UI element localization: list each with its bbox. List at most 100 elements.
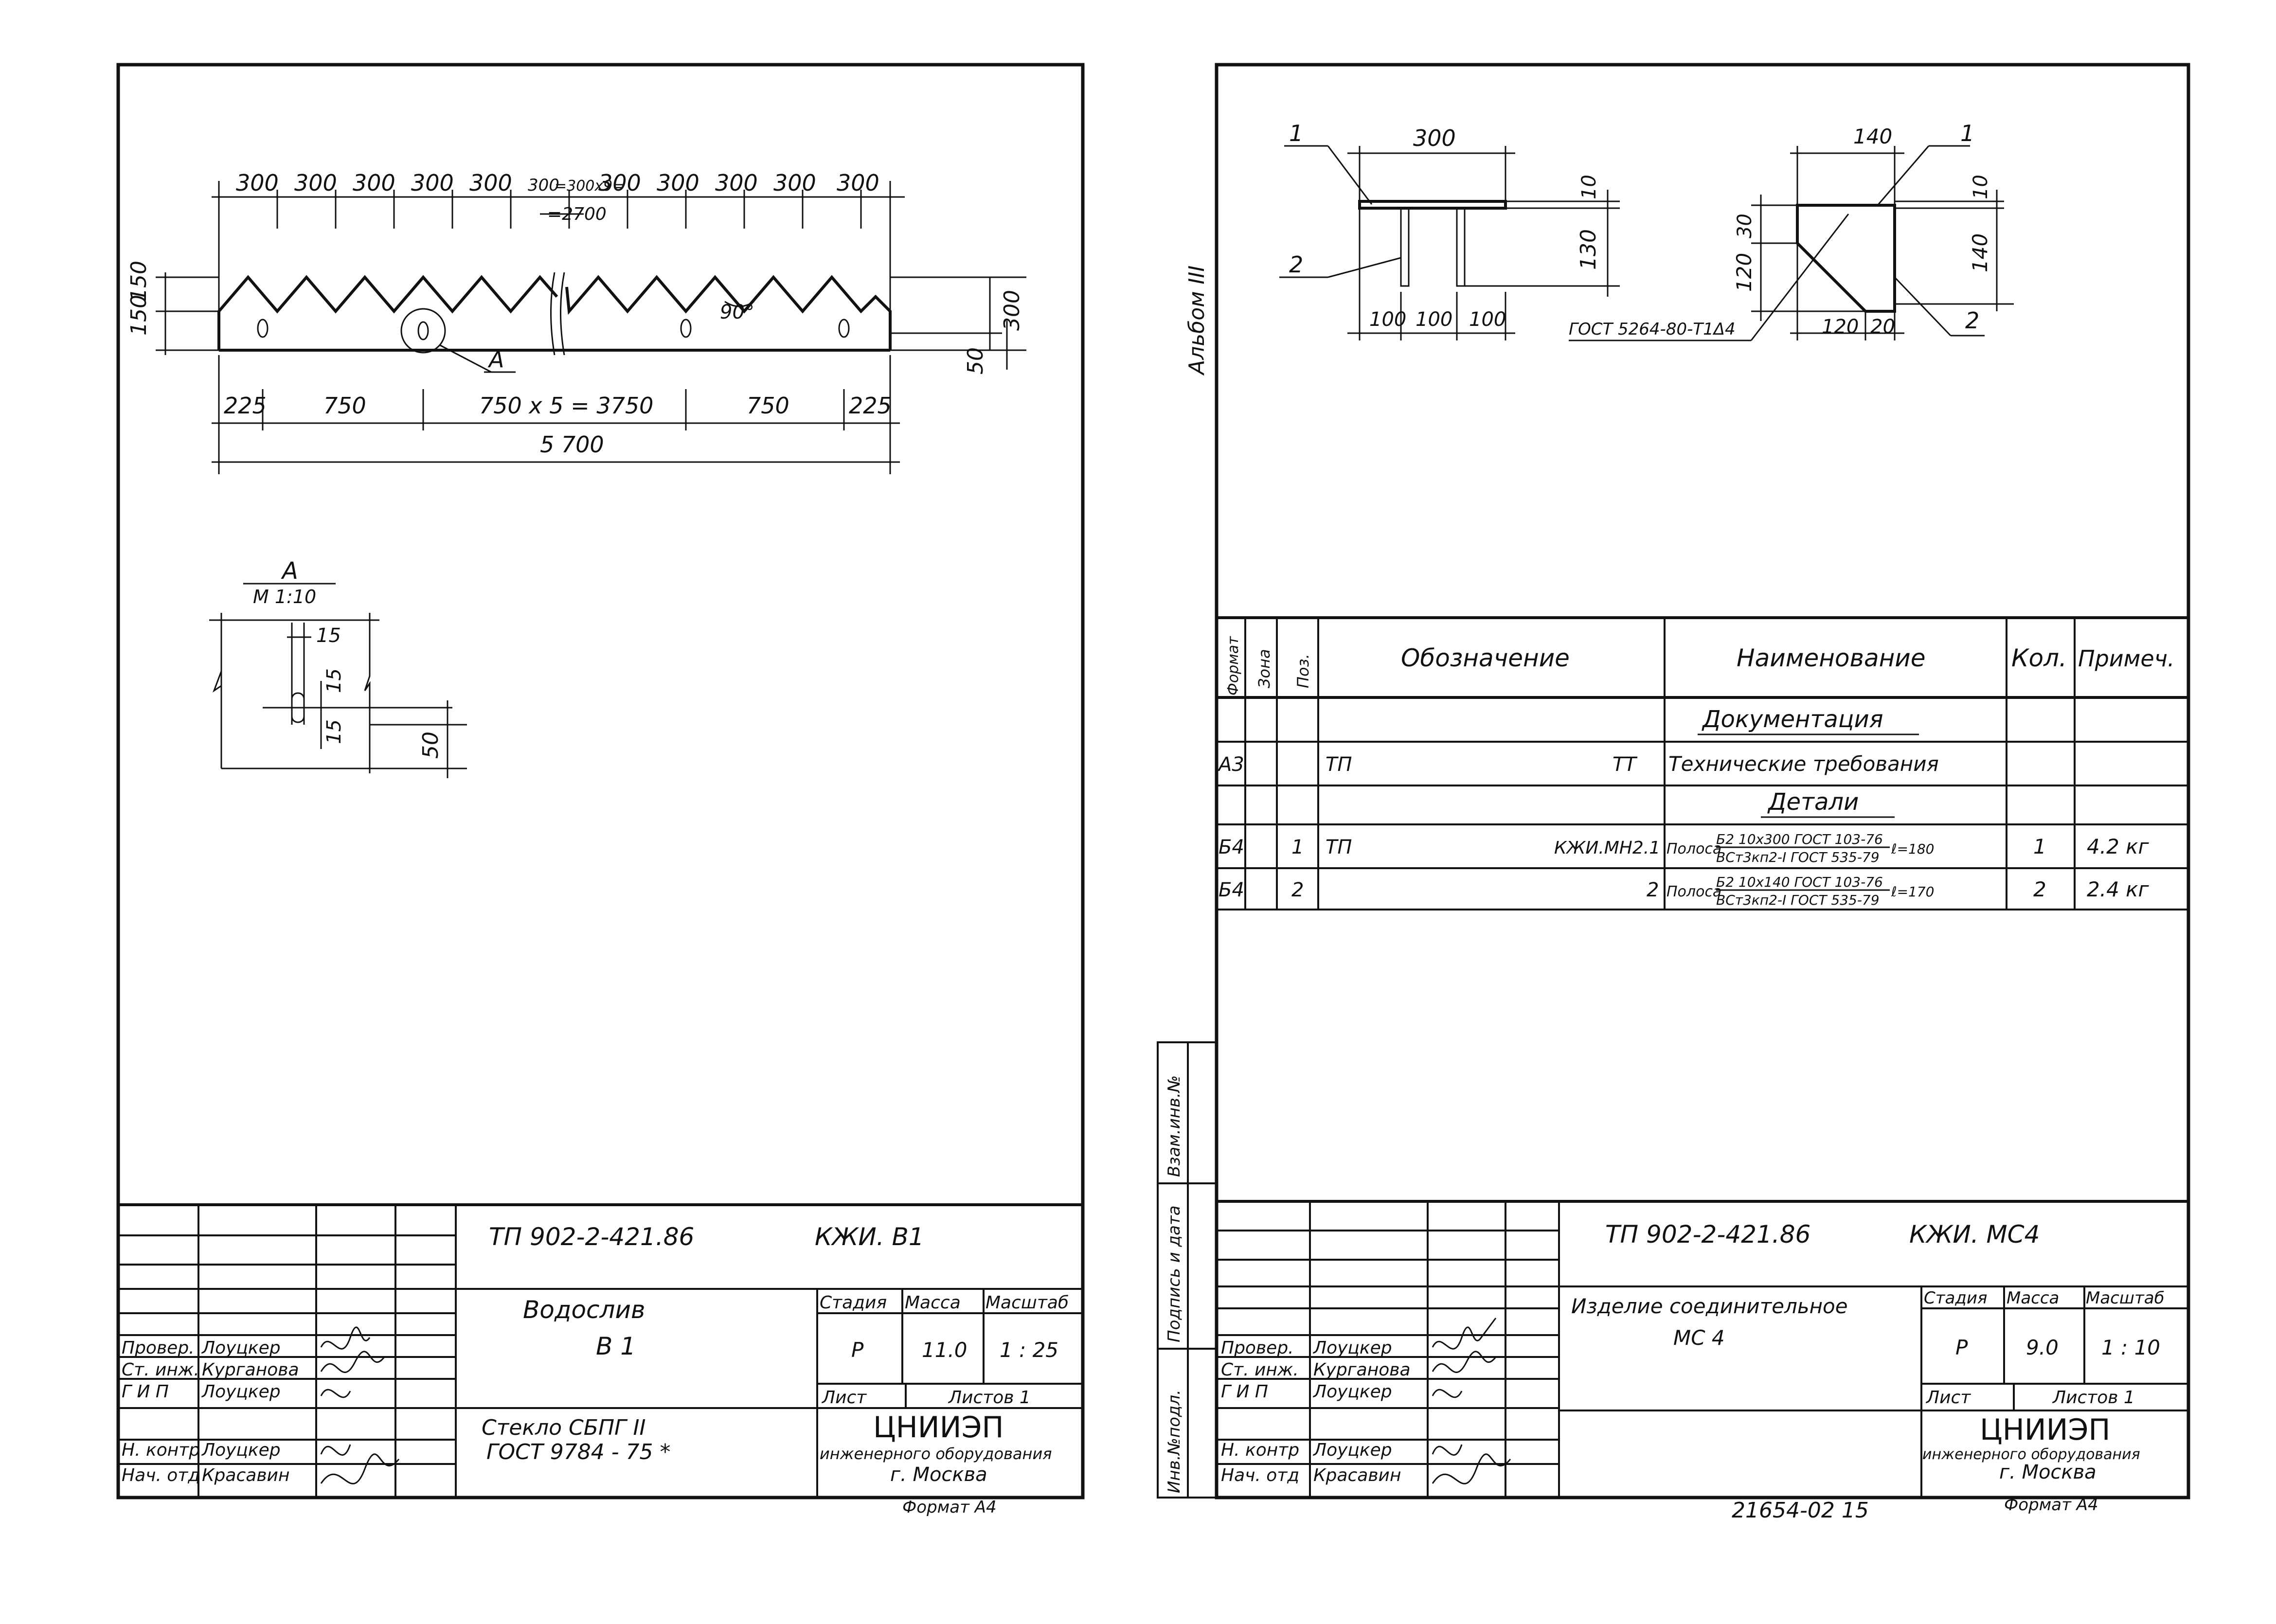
right-role-0: Провер. xyxy=(1221,1338,1294,1358)
name-2: Лоуцкер xyxy=(201,1382,281,1402)
right-name-4: Лоуцкер xyxy=(1312,1440,1392,1460)
angle-label: 90° xyxy=(720,301,754,323)
role-1: Ст. инж. xyxy=(122,1360,199,1380)
format-label: Формат А4 xyxy=(902,1498,997,1517)
top-dim-5: 300 xyxy=(469,170,512,196)
archive-number: 21654-02 15 xyxy=(1732,1498,1869,1523)
bottom-dim-225-right: 225 xyxy=(849,393,892,419)
part1-label-2: 2 xyxy=(1289,251,1303,278)
bottom-dim-750-left: 750 xyxy=(323,393,366,419)
detail-scale: М 1:10 xyxy=(253,586,316,607)
spec-row2-qty: 2 xyxy=(2033,877,2046,901)
item-name: Водослив xyxy=(523,1296,645,1324)
spec-section-parts: Детали xyxy=(1767,788,1859,816)
right-scale-header: Масштаб xyxy=(2086,1288,2165,1308)
spec-row2-length: ℓ=170 xyxy=(1891,884,1934,900)
scale-value: 1 : 25 xyxy=(1000,1338,1058,1362)
top-dim-11: 300 xyxy=(773,170,816,196)
role-0: Провер. xyxy=(122,1338,195,1358)
right-org-name: ЦНИИЭП xyxy=(1980,1413,2110,1447)
stage-value: Р xyxy=(851,1338,864,1362)
right-sheet-header: Лист xyxy=(1925,1388,1971,1408)
top-dim-3: 300 xyxy=(353,170,395,196)
spec-row2-name-prefix: Полоса xyxy=(1667,883,1721,900)
spec-row2-note: 2.4 кг xyxy=(2087,877,2150,901)
part2-dim-120-v: 120 xyxy=(1732,253,1756,292)
spec-row1-qty: 1 xyxy=(2033,835,2046,858)
spec-row1-note: 4.2 кг xyxy=(2087,835,2150,858)
spec-row1-name-bottom: ВСт3кп2-I ГОСТ 535-79 xyxy=(1716,849,1880,865)
top-dim-4: 300 xyxy=(411,170,454,196)
part2-dim-20: 20 xyxy=(1870,316,1895,338)
name-4: Лоуцкер xyxy=(201,1440,281,1460)
spec-row2-format: Б4 xyxy=(1219,879,1244,901)
spec-row-1: Б4 1 ТП КЖИ.МН2.1 Полоса Б2 10х300 ГОСТ … xyxy=(1219,831,2150,865)
right-mass-header: Масса xyxy=(2007,1288,2059,1308)
spec-row1-format: Б4 xyxy=(1219,836,1244,858)
right-item-name: Изделие соединительное xyxy=(1571,1294,1848,1318)
dim-150-lower: 150 xyxy=(126,295,151,336)
spec-row2-name-bottom: ВСт3кп2-I ГОСТ 535-79 xyxy=(1716,892,1880,908)
spec-section-documentation: Документация xyxy=(1702,706,1883,733)
part2-dim-10: 10 xyxy=(1970,175,1992,199)
right-role-1: Ст. инж. xyxy=(1221,1360,1299,1380)
doc-number: ТП 902-2-421.86 xyxy=(489,1223,694,1251)
top-dim-6: 300 xyxy=(528,176,559,195)
callout-circle-A xyxy=(400,308,446,354)
spec-row2-designation-right: 2 xyxy=(1647,879,1659,901)
org-name: ЦНИИЭП xyxy=(873,1410,1004,1445)
right-title-block: Провер. Ст. инж. Г И П Н. контр Нач. отд… xyxy=(1217,1200,2188,1523)
spec-row1-length: ℓ=180 xyxy=(1891,841,1934,857)
scale-header: Масштаб xyxy=(986,1293,1069,1313)
part-2-drawing: 140 1 10 30 120 140 ГОСТ 5264-80-Т1Δ4 12… xyxy=(1569,120,2014,341)
right-sheet: Альбом III Взам.инв.№ Подпись и дата Инв… xyxy=(1157,63,2190,1523)
stage-header: Стадия xyxy=(820,1293,887,1313)
part2-dim-140-v: 140 xyxy=(1968,233,1992,272)
right-format-label: Формат А4 xyxy=(2004,1495,2098,1515)
spec-tt-designation-right: ТТ xyxy=(1613,753,1638,776)
role-2: Г И П xyxy=(122,1382,169,1402)
spec-row2-pos: 2 xyxy=(1291,879,1304,901)
right-scale-value: 1 : 10 xyxy=(2101,1336,2160,1359)
spec-tt-format: А3 xyxy=(1217,753,1244,776)
margin-stamps: Взам.инв.№ Подпись и дата Инв.№подл. xyxy=(1157,1041,1218,1499)
part-1-drawing: 1 300 10 2 130 100 100 100 xyxy=(1279,120,1620,340)
sheets-header: Листов 1 xyxy=(948,1388,1031,1408)
spec-row1-designation-right: КЖИ.МН2.1 xyxy=(1554,838,1660,858)
signatures xyxy=(320,1326,400,1484)
bottom-dim-3750: 750 х 5 = 3750 xyxy=(479,393,653,419)
org-city: г. Москва xyxy=(890,1463,987,1486)
stamp-inv-orig: Инв.№подл. xyxy=(1165,1390,1184,1493)
weld-gost: ГОСТ 5264-80-Т1Δ4 xyxy=(1569,320,1736,339)
spec-header-designation: Обозначение xyxy=(1401,644,1570,672)
detail-dim-15-top: 15 xyxy=(316,625,341,647)
top-dim-10: 300 xyxy=(715,170,758,196)
spec-tt-designation: ТП xyxy=(1326,753,1352,776)
bottom-dim-225-left: 225 xyxy=(224,393,267,419)
name-5: Красавин xyxy=(202,1465,289,1485)
part2-label-2: 2 xyxy=(1965,307,1979,334)
right-item-mark: МС 4 xyxy=(1673,1326,1725,1350)
left-sheet: 300 300 300 300 300 300 =300х9= 300 300 … xyxy=(116,63,1085,1517)
detail-title: А xyxy=(281,557,298,585)
part2-dim-140-top: 140 xyxy=(1853,125,1892,148)
top-dim-12: 300 xyxy=(837,170,879,196)
left-title-block: Провер. Ст. инж. Г И П Н. контр Нач. отд… xyxy=(118,1203,1083,1517)
doc-code: КЖИ. В1 xyxy=(815,1223,924,1251)
spec-row1-pos: 1 xyxy=(1291,836,1304,858)
detail-A: А М 1:10 15 15 15 50 xyxy=(209,557,467,778)
right-doc-number: ТП 902-2-421.86 xyxy=(1605,1220,1810,1249)
material-line-1: Стекло СБПГ II xyxy=(482,1415,645,1440)
left-top-dimensions: 300 300 300 300 300 300 =300х9= 300 300 … xyxy=(212,170,905,321)
part2-dim-120-h: 120 xyxy=(1822,316,1859,338)
right-name-1: Курганова xyxy=(1313,1360,1411,1380)
detail-dim-15-low: 15 xyxy=(323,719,345,744)
part1-label-1: 1 xyxy=(1289,120,1303,146)
right-sheets-header: Листов 1 xyxy=(2052,1388,2135,1408)
spec-tt-name: Технические требования xyxy=(1668,752,1939,776)
detail-dim-15-mid: 15 xyxy=(323,668,345,693)
dim-150-upper: 150 xyxy=(126,261,151,302)
spec-table: Формат Зона Поз. Обозначение Наименовани… xyxy=(1217,616,2188,910)
name-1: Курганова xyxy=(202,1360,299,1380)
spec-header-format: Формат xyxy=(1225,636,1242,696)
